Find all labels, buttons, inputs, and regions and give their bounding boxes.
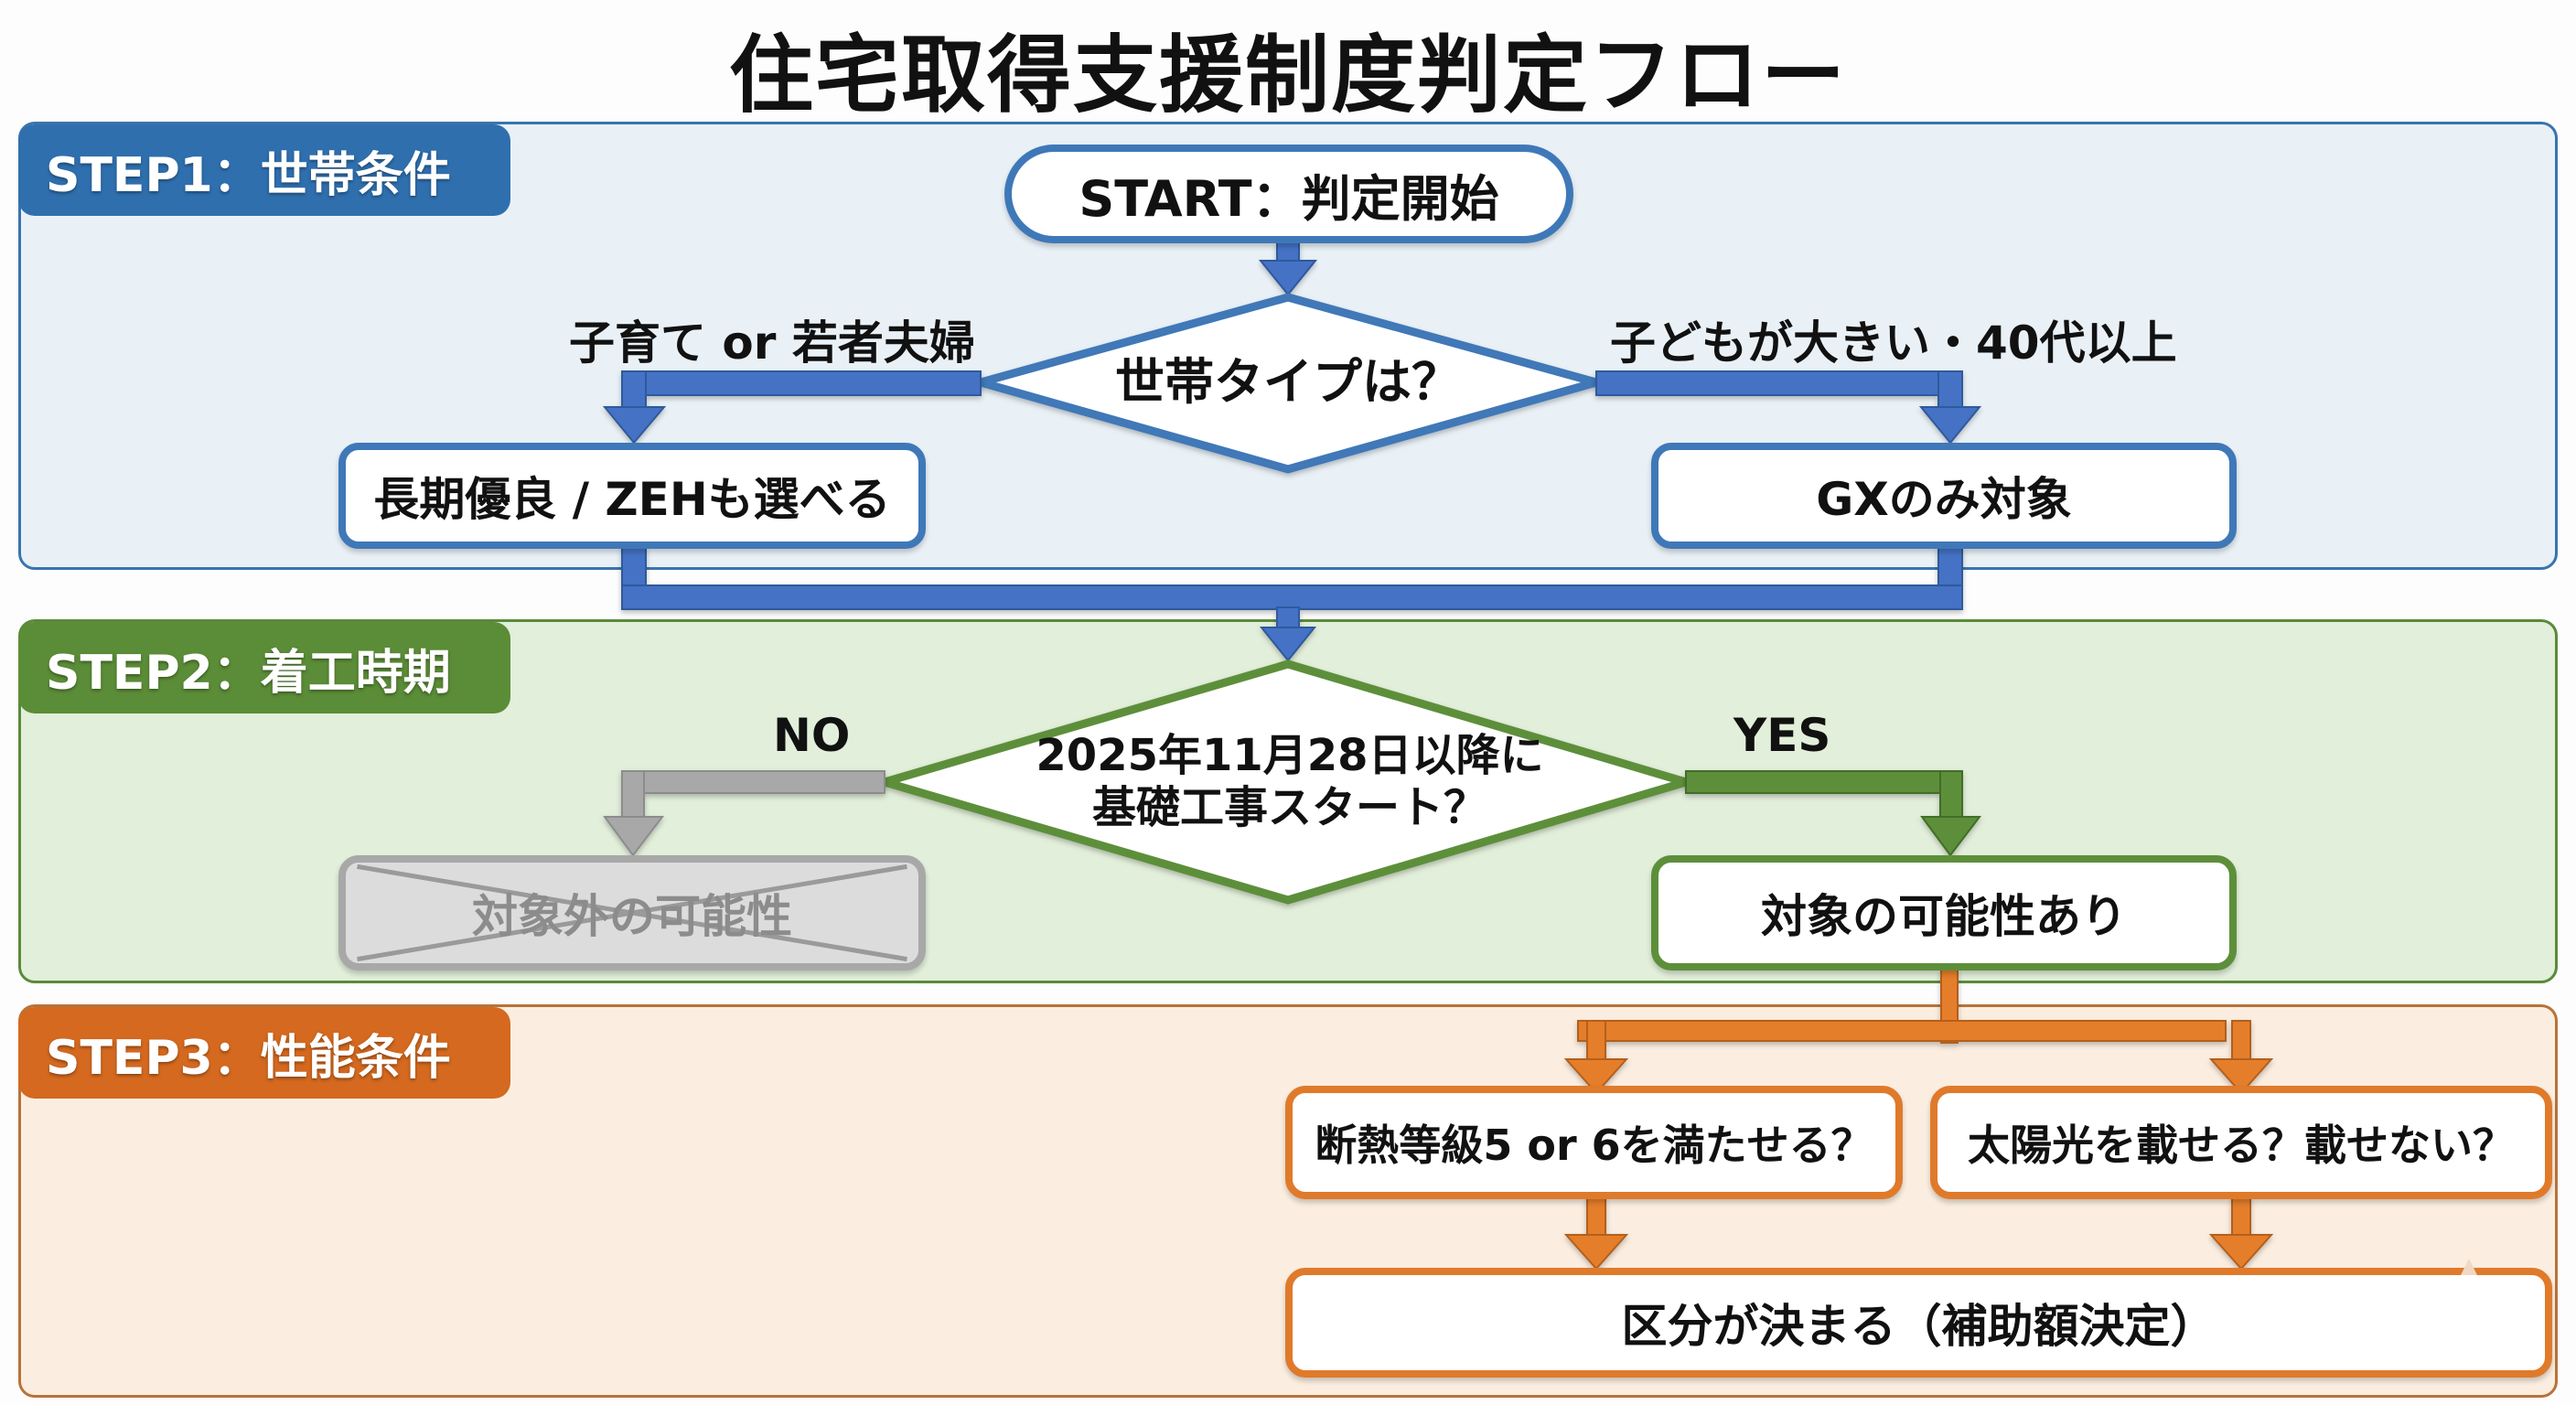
decision2-line1: 2025年11月28日以降に — [1036, 730, 1544, 782]
decision2-line2: 基礎工事スタート？ — [1091, 782, 1487, 833]
watermark-mark — [2461, 1259, 2477, 1275]
branch-label-young-families: 子育て or 若者夫婦 — [569, 316, 975, 370]
step3-tag: STEP3：性能条件 — [18, 1007, 510, 1099]
check-solar: 太陽光を載せる？載せない？ — [1930, 1086, 2552, 1199]
arrow-decision1-left — [602, 370, 982, 445]
page-title: 住宅取得支援制度判定フロー — [728, 27, 1847, 124]
start-node-label: START：判定開始 — [1079, 169, 1499, 228]
arrow-merge-to-decision2 — [621, 546, 1963, 662]
arrow-decision1-right — [1595, 370, 1982, 445]
check-insulation: 断熱等級5 or 6を満たせる？ — [1285, 1086, 1903, 1199]
result-gx-only: GXのみ対象 — [1651, 443, 2237, 549]
step2-tag: STEP2：着工時期 — [18, 622, 510, 713]
result-long-term-zeh: 長期優良 / ZEHも選べる — [338, 443, 926, 549]
cross-out-icon — [346, 863, 918, 963]
outcome-subsidy-determined: 区分が決まる（補助額決定） — [1285, 1268, 2552, 1378]
decision2-label: 2025年11月28日以降に 基礎工事スタート？ — [988, 723, 1592, 842]
result-eligible: 対象の可能性あり — [1651, 855, 2237, 971]
branch-label-yes: YES — [1733, 709, 1831, 762]
arrow-no-branch — [603, 770, 886, 857]
start-node: START：判定開始 — [1004, 145, 1573, 243]
decision2-diamond — [869, 660, 1701, 905]
arrow-yes-branch — [1685, 770, 1982, 857]
arrow-start-to-decision1 — [1258, 241, 1318, 296]
decision1-label: 世帯タイプは？ — [1115, 353, 1461, 412]
branch-label-older-households: 子どもが大きい・40代以上 — [1610, 316, 2177, 370]
arrow-checks-to-outcome — [1563, 1196, 2274, 1271]
result-excluded: 対象外の可能性 — [338, 855, 926, 971]
branch-label-no: NO — [773, 709, 851, 762]
decision1-diamond — [965, 293, 1612, 474]
step1-tag: STEP1：世帯条件 — [18, 124, 510, 216]
arrow-split-to-checks — [1563, 969, 2274, 1095]
